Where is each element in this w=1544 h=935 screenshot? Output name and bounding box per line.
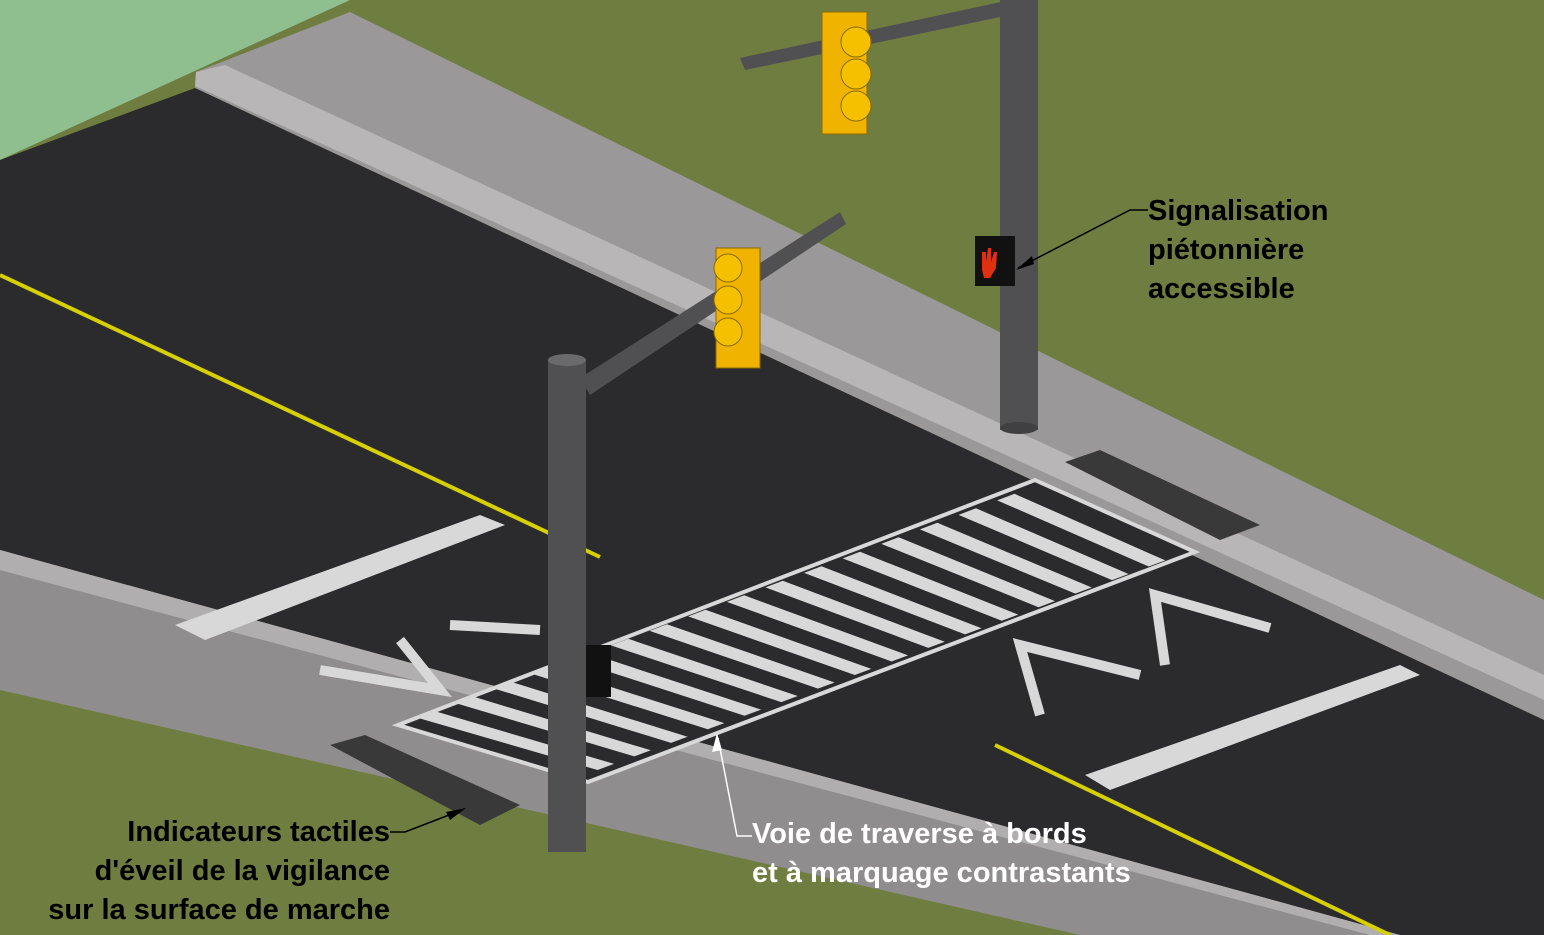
near-pole (548, 360, 586, 852)
lane-line (1085, 665, 1420, 790)
signal-lens (840, 26, 872, 58)
yield-triangle (449, 620, 541, 635)
crosswalk-stripe (765, 580, 945, 648)
pole-base (1000, 422, 1038, 434)
arrowhead (1016, 256, 1034, 270)
label-line: Indicateurs tactiles (127, 816, 390, 848)
yield-triangle (1012, 638, 1142, 717)
far-pole (1000, 0, 1038, 430)
tactile-indicator (330, 735, 520, 825)
near-pedestrian-signal (586, 645, 611, 697)
label-line: accessible (1148, 273, 1295, 305)
crosswalk-stripe (881, 537, 1056, 608)
arrowhead (712, 733, 722, 752)
crosswalk-stripe (610, 638, 798, 703)
leader-line (717, 737, 752, 837)
signal-lens (713, 285, 743, 315)
tactile-indicators-label: Indicateurs tactiles d'éveil de la vigil… (48, 813, 390, 930)
signal-lens (840, 58, 872, 90)
road (0, 88, 1544, 935)
sky (0, 0, 350, 160)
crosswalk-stripe (649, 624, 835, 689)
label-line: d'éveil de la vigilance (94, 855, 390, 887)
crosswalk-stripe (688, 609, 872, 676)
lane-line (175, 515, 505, 640)
crosswalk-stripe (842, 551, 1019, 621)
label-line: piétonnière (1148, 234, 1305, 266)
label-line: sur la surface de marche (48, 894, 390, 926)
hand-icon (982, 248, 997, 278)
pedestrian-signal-label: Signalisation piétonnière accessible (1148, 192, 1328, 309)
centerline (0, 273, 601, 559)
signal-lens (713, 253, 743, 283)
crosswalk-stripe (572, 653, 762, 716)
top-grass-edge (350, 0, 1544, 600)
centerline (994, 743, 1391, 935)
crosswalk-stripe (997, 493, 1166, 567)
far-mast-arm (740, 0, 1030, 70)
label-line: Signalisation (1148, 195, 1329, 227)
label-line: et à marquage contrastants (752, 857, 1131, 889)
arrowhead (446, 808, 466, 820)
top-curb (195, 65, 1544, 700)
leader-line (1017, 209, 1148, 269)
signal-lens (713, 317, 743, 347)
leader-line (390, 809, 463, 833)
pole-top (548, 354, 586, 366)
bottom-curb (0, 550, 1400, 935)
crosswalk-stripe (919, 522, 1092, 594)
crosswalk-stripe (495, 682, 688, 743)
near-mast-arm (580, 212, 846, 395)
tactile-indicator (1065, 450, 1260, 540)
yield-triangle (319, 636, 453, 698)
crosswalk-stripe (726, 595, 909, 662)
crosswalk-stripe (804, 566, 982, 635)
signal-lens (840, 90, 872, 122)
crosswalk-stripe (958, 508, 1129, 581)
yield-triangle (1148, 588, 1272, 666)
label-line: Voie de traverse à bords (752, 818, 1087, 850)
crosswalk-label: Voie de traverse à bords et à marquage c… (752, 815, 1131, 893)
